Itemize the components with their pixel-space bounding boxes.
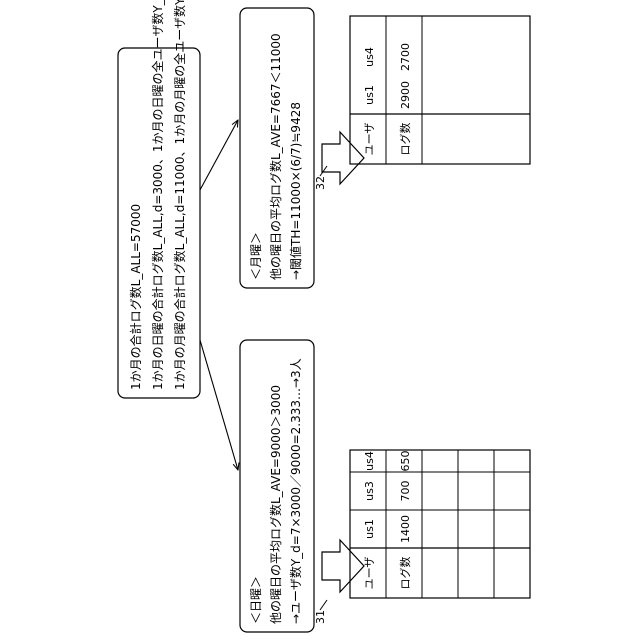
monday-row-1-user: us1 [363,85,376,105]
monday-table: 32 ユーザ ログ数 us1 2900 us4 2700 [314,16,530,190]
sunday-row-3-user: us4 [363,451,376,471]
sunday-row-1-user: us1 [363,519,376,539]
sunday-row-3-logs: 650 [399,451,412,472]
summary-line-3: 1か月の月曜の合計ログ数L_ALL,d=11000、1か月の月曜の全ユーザ数Y_… [172,0,187,390]
monday-line-3: →閾値TH=11000×(6/7)≒9428 [288,102,303,280]
branch-arrow-monday [200,120,238,190]
monday-row-2-logs: 2700 [399,43,412,71]
summary-line-2: 1か月の日曜の合計ログ数L_ALL,d=3000、1か月の日曜の全ユーザ数Y_A… [150,0,165,390]
monday-header-logs: ログ数 [398,123,412,156]
summary-line-1: 1か月の合計ログ数L_ALL=57000 [128,204,143,390]
monday-box: ＜月曜＞ 他の曜日の平均ログ数L_AVE=7667＜11000 →閾値TH=11… [240,8,314,288]
sunday-line-2: 他の曜日の平均ログ数L_AVE=9000＞3000 [268,385,283,624]
sunday-line-1: ＜日曜＞ [249,576,263,624]
sunday-header-user: ユーザ [363,557,376,590]
branch-arrow-sunday [200,340,238,470]
block-arrow-monday [322,132,364,184]
monday-row-1-logs: 2900 [399,81,412,109]
sunday-row-2-logs: 700 [399,481,412,502]
sunday-line-3: →ユーザ数Y_d=7×3000／9000=2.333…→3人 [288,358,303,624]
monday-header-user: ユーザ [363,123,376,156]
sunday-box: ＜日曜＞ 他の曜日の平均ログ数L_AVE=9000＞3000 →ユーザ数Y_d=… [240,340,314,632]
monday-table-ref: 32 [314,176,327,190]
sunday-table-ref-leader [320,600,327,610]
sunday-row-1-logs: 1400 [399,515,412,543]
monday-table-ref-leader [320,166,327,176]
sunday-table: 31 ユーザ ログ数 us1 1400 us3 700 us4 650 [314,450,530,624]
summary-box: 1か月の合計ログ数L_ALL=57000 1か月の日曜の合計ログ数L_ALL,d… [118,0,200,398]
monday-row-2-user: us4 [363,47,376,67]
monday-line-2: 他の曜日の平均ログ数L_AVE=7667＜11000 [268,33,283,280]
monday-line-1: ＜月曜＞ [249,232,263,280]
sunday-header-logs: ログ数 [398,557,412,590]
sunday-row-2-user: us3 [363,481,376,501]
sunday-table-ref: 31 [314,610,327,624]
